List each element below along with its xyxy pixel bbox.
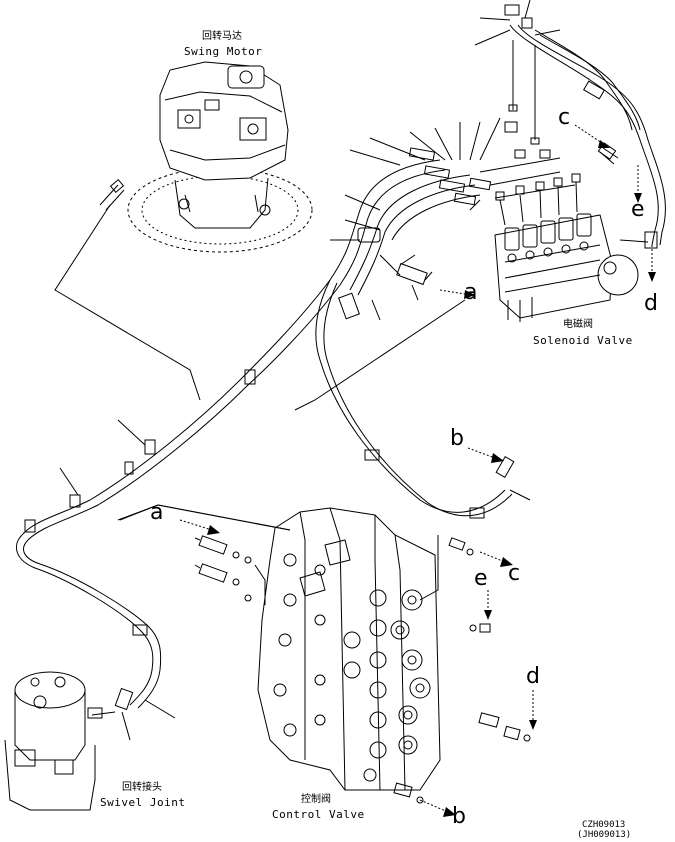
arrow-heads <box>207 140 656 817</box>
solenoid-valve-en-label: Solenoid Valve <box>533 334 633 347</box>
solenoid-hoses <box>504 0 666 249</box>
ref-b-hose: b <box>450 426 464 451</box>
ref-d-solenoid: d <box>644 291 658 316</box>
drawing-code: CZH09013 <box>582 820 626 830</box>
arrows <box>179 124 653 813</box>
swivel-joint-cn-label: 回转接头 <box>122 782 162 793</box>
control-valve-fittings <box>117 299 531 804</box>
control-valve-drawing <box>257 507 441 791</box>
ref-e-solenoid: e <box>631 197 645 222</box>
leader-lines <box>59 17 649 741</box>
control-valve-cn-label: 控制阀 <box>301 794 331 805</box>
swing-motor-cn-label: 回转马达 <box>202 31 242 42</box>
swivel-joint-en-label: Swivel Joint <box>100 796 186 809</box>
ref-e-control: e <box>474 566 488 591</box>
solenoid-valve-drawing <box>494 40 639 322</box>
ref-a-solenoid: a <box>464 280 478 305</box>
ref-a-control: a <box>150 500 164 525</box>
ref-c-control: c <box>508 561 521 586</box>
fittings-top <box>408 147 576 206</box>
control-valve-en-label: Control Valve <box>272 808 365 821</box>
swing-motor-drawing <box>99 61 313 253</box>
swing-motor-en-label: Swing Motor <box>184 45 263 58</box>
hose-bundle <box>15 159 515 711</box>
ref-d-control: d <box>526 664 540 689</box>
swivel-joint-drawing <box>4 671 116 811</box>
solenoid-valve-cn-label: 电磁阀 <box>563 319 593 330</box>
drawing-code-alt: (JH009013) <box>577 830 632 840</box>
ref-b-control: b <box>452 804 466 829</box>
ref-c-solenoid: c <box>558 105 571 130</box>
